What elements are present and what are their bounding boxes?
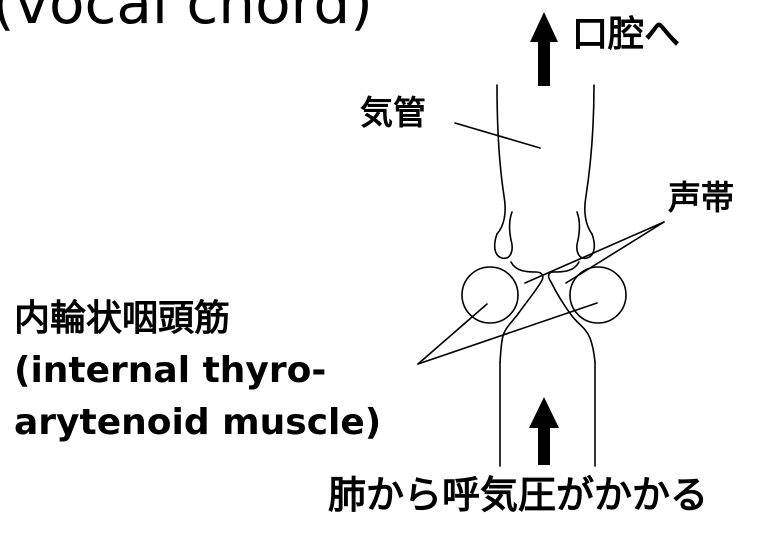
trachea-right-wall [585,85,594,234]
muscle-label-en-1: (internal thyro- [14,345,381,397]
vocal-folds-label: 声帯 [668,181,734,214]
muscle-label-en-2: arytenoid muscle) [14,397,381,449]
to-mouth-label: 口腔へ [572,17,680,53]
left-muscle-circle [462,267,518,323]
arrow-up-top [530,12,558,86]
muscle-label-block: 内輪状咽頭筋 (internal thyro- arytenoid muscle… [14,293,381,449]
trachea-label: 気管 [360,96,426,129]
muscle-leader-2 [418,303,597,364]
muscle-label-ja: 内輪状咽頭筋 [14,293,381,345]
vf-leader-2 [566,222,664,283]
left-vocal-fold [500,262,543,362]
lung-pressure-label: 肺から呼気圧がかかる [328,476,708,514]
vf-leader-1 [525,222,664,283]
arrow-up-bottom [529,397,559,465]
trachea-left-wall [497,85,505,234]
left-fold-flap [495,212,512,258]
muscle-leader-1 [418,304,487,364]
